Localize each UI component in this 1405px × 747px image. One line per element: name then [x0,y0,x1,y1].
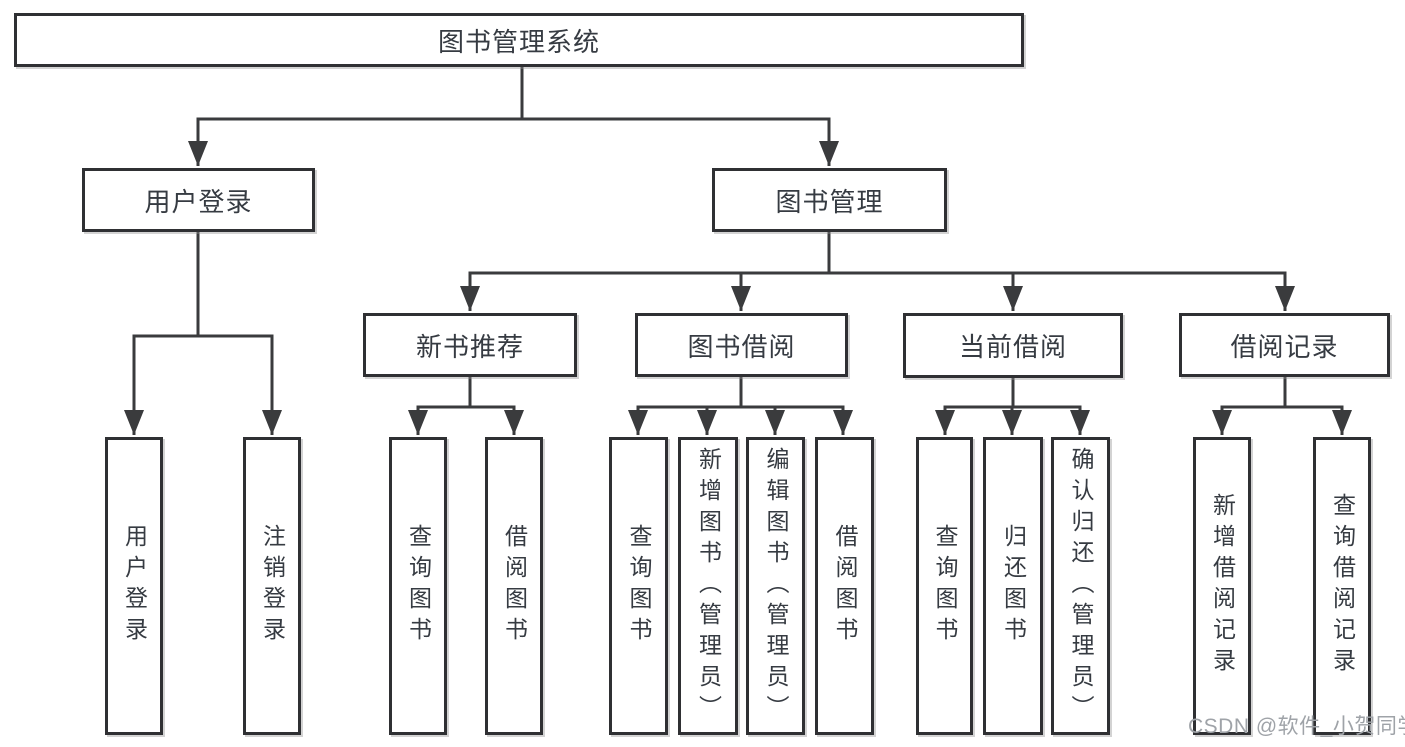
node-label: 查询图书 [626,524,652,648]
node-book-management: 图书管理 [712,168,947,232]
node-label: 归还图书 [1000,524,1027,648]
leaf-query-books-borrowing: 查询图书 [609,437,668,735]
leaf-borrow-books-recommend: 借阅图书 [485,437,543,735]
node-user-login: 用户登录 [82,168,315,232]
node-label: 查询图书 [405,524,432,648]
watermark: CSDN @软件_小贺同学 [1188,715,1405,738]
node-borrow-records: 借阅记录 [1179,313,1390,377]
node-label: 查询图书 [932,524,958,648]
node-current-borrowing: 当前借阅 [903,313,1123,378]
leaf-logout: 注销登录 [243,437,301,735]
leaf-user-login: 用户登录 [105,437,163,735]
leaf-confirm-return-admin: 确认归还（管理员） [1051,437,1110,735]
node-label: 新增图书（管理员） [695,446,722,726]
node-label: 新书推荐 [415,331,524,362]
leaf-add-book-admin: 新增图书（管理员） [678,437,738,735]
node-new-book-recommend: 新书推荐 [363,313,577,377]
node-library-system: 图书管理系统 [14,13,1024,67]
node-label: 确认归还（管理员） [1068,446,1094,726]
node-label: 用户登录 [121,524,148,648]
leaf-return-books: 归还图书 [983,437,1043,735]
leaf-edit-book-admin: 编辑图书（管理员） [746,437,805,735]
node-label: 图书借阅 [687,331,796,362]
node-label: 编辑图书（管理员） [763,446,789,726]
node-book-borrowing: 图书借阅 [635,313,848,377]
node-label: 图书管理系统 [437,26,600,57]
node-label: 查询借阅记录 [1329,493,1356,679]
node-label: 用户登录 [144,186,253,217]
node-label: 新增借阅记录 [1209,493,1236,679]
leaf-query-books-current: 查询图书 [916,437,973,735]
node-label: 注销登录 [259,524,286,648]
node-label: 借阅图书 [501,524,528,648]
leaf-borrow-books-borrowing: 借阅图书 [815,437,874,735]
leaf-query-books-recommend: 查询图书 [389,437,447,735]
leaf-add-borrow-record: 新增借阅记录 [1193,437,1251,735]
node-label: 借阅记录 [1230,331,1339,362]
leaf-query-borrow-record: 查询借阅记录 [1313,437,1371,735]
node-label: 图书管理 [775,186,884,217]
node-label: 当前借阅 [958,332,1067,362]
node-label: 借阅图书 [832,524,858,648]
